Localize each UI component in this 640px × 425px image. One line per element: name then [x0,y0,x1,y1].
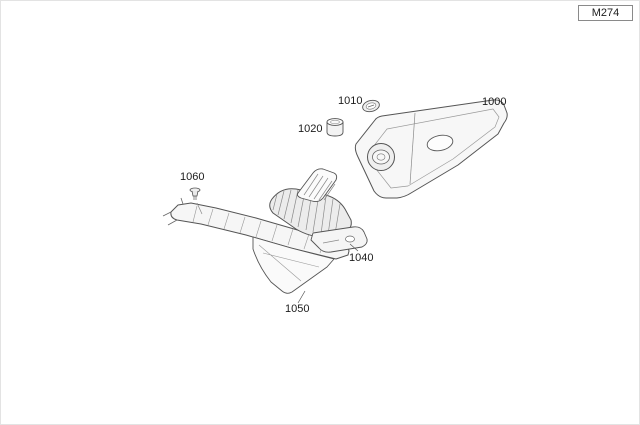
cowl-panel-part [162,197,350,294]
part-label-1000[interactable]: 1000 [482,96,507,108]
leader-lines [297,243,359,304]
clip-fastener-part [189,187,203,215]
intake-funnel [296,168,338,203]
cap-part [362,99,380,113]
part-label-1020[interactable]: 1020 [298,123,323,135]
part-label-1040[interactable]: 1040 [349,252,374,264]
engine-cover-part [354,99,508,199]
part-label-1060[interactable]: 1060 [180,171,205,183]
engine-code-badge: M274 [578,5,633,21]
spacer-sleeve-part [326,118,344,137]
air-intake-duct-part [269,188,368,253]
part-label-1010[interactable]: 1010 [338,95,363,107]
part-label-1050[interactable]: 1050 [285,303,310,315]
